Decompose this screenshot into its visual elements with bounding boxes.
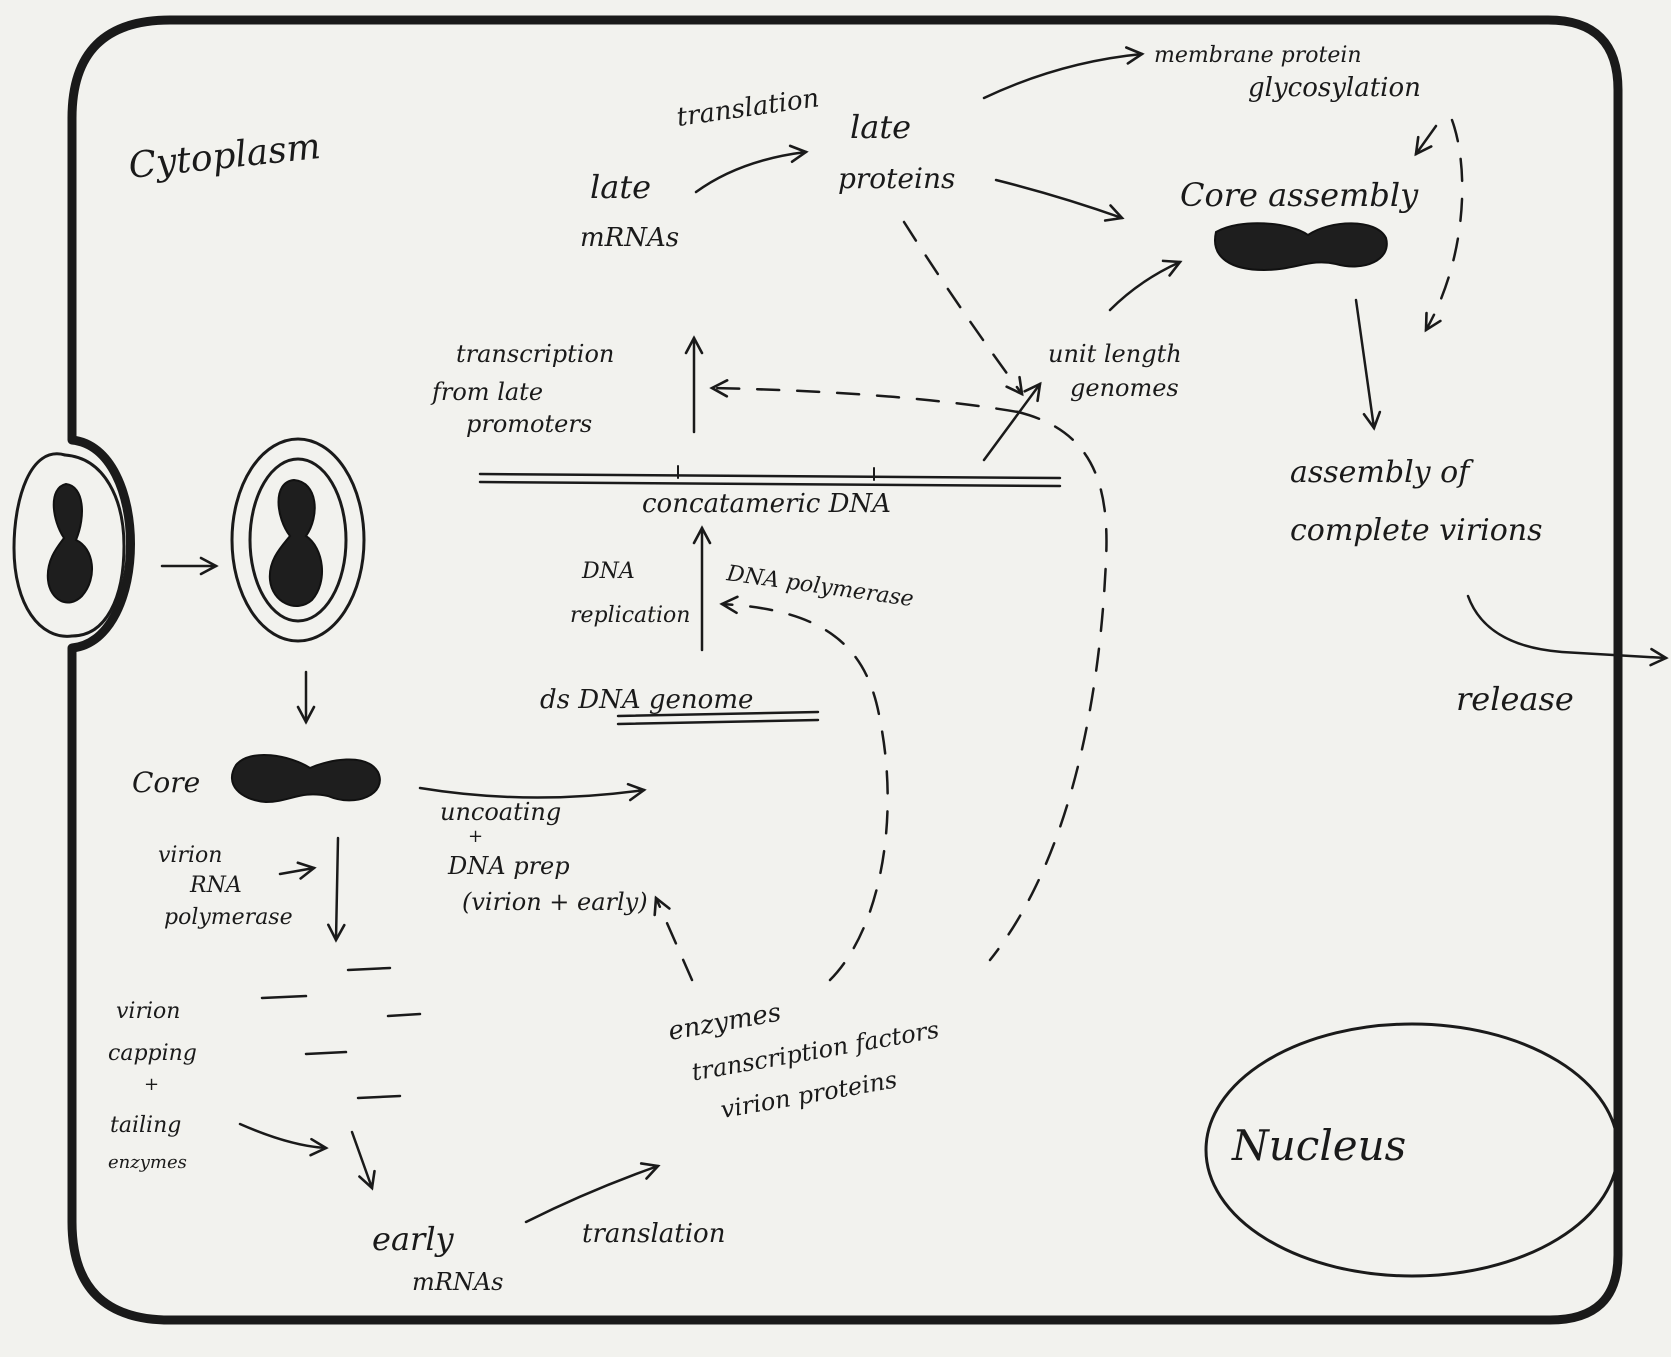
late-proteins-label: late proteins xyxy=(838,108,955,195)
ds-dna-strand xyxy=(616,710,820,726)
dashed-arrows xyxy=(653,118,1464,982)
membrane-protein-glycosylation-label: membrane protein glycosylation xyxy=(1154,43,1421,103)
uncoating-dna-prep-label: uncoating + DNA prep (virion + early) xyxy=(440,798,648,916)
cytoplasm-label: Cytoplasm xyxy=(127,126,323,187)
core-assembly-blob xyxy=(1214,222,1388,272)
nucleus xyxy=(1204,1022,1620,1278)
ds-dna-genome-label: ds DNA genome xyxy=(540,685,753,715)
cell-membrane xyxy=(67,15,1623,1325)
early-mrna-fragments xyxy=(260,966,422,1100)
release-label: release xyxy=(1456,680,1574,718)
concatameric-dna-label: concatameric DNA xyxy=(642,489,891,519)
dna-polymerase-label: DNA polymerase xyxy=(724,561,915,612)
unit-length-genomes-label: unit length genomes xyxy=(1048,340,1189,402)
early-mrnas-label: early mRNAs xyxy=(372,1220,503,1296)
core-assembly-label: Core assembly xyxy=(1180,176,1419,214)
dna-replication-label: DNA replication xyxy=(570,559,690,628)
translation-bottom-label: translation xyxy=(582,1219,725,1249)
core-blob xyxy=(230,753,381,804)
enveloped-virion xyxy=(230,437,366,643)
solid-arrows xyxy=(160,46,1669,1224)
nucleus-label: Nucleus xyxy=(1231,1121,1406,1170)
entering-virion xyxy=(12,452,126,638)
capping-tailing-enzymes-label: virion capping + tailing enzymes xyxy=(108,999,204,1173)
enzymes-factors-proteins-label: enzymes transcription factors virion pro… xyxy=(666,970,957,1131)
virion-rna-polymerase-label: virion RNA polymerase xyxy=(158,843,293,930)
late-mrnas-label: late mRNAs xyxy=(580,168,679,253)
assembly-complete-virions-label: assembly of complete virions xyxy=(1290,455,1542,548)
transcription-late-promoters-label: transcription from late promoters xyxy=(430,340,622,438)
translation-top-label: translation xyxy=(675,83,821,133)
core-label: Core xyxy=(132,766,200,799)
concatameric-dna-strand xyxy=(478,465,1062,488)
